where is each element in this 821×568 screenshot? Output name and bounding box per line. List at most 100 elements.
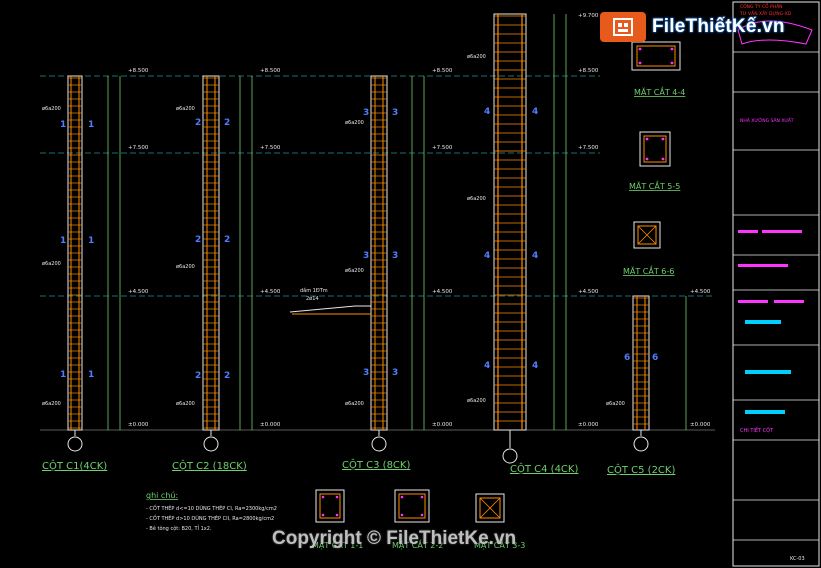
bar-mark-c4-d: 4 [532, 251, 538, 261]
section-title-2: MẶT CẮT 2-2 [392, 538, 443, 551]
beam-bar: 2ø14 [306, 296, 319, 302]
watermark: FileThiếtKế.vn [600, 8, 790, 46]
grid-markers [67, 430, 649, 464]
spacing-c4-b: ø6a200 [467, 196, 486, 202]
grid-circle-c1 [67, 436, 83, 452]
caption-c1: CỘT C1(4CK) [42, 459, 107, 472]
bar-mark-c5-b: 6 [652, 353, 658, 363]
spacing-c1-b: ø6a200 [42, 261, 61, 267]
bar-mark-c4-f: 4 [532, 361, 538, 371]
section-details-right: MẶT CẮT 4-4 MẶT CẮT 5-5 MẶT CẮT 6-6 [623, 41, 685, 277]
beam-detail-c3: dầm 1ĐTm 2ø14 [289, 286, 371, 315]
watermark-brand: FileThiếtKế.vn [652, 16, 785, 37]
section-6-6: MẶT CẮT 6-6 [623, 221, 674, 277]
section-details-bottom: MẶT CẮT 1-1 MẶT CẮT 2-2 MẶT CẮT 3-3 [312, 489, 525, 551]
spacing-c1-a: ø6a200 [42, 106, 61, 112]
bar-mark-c2-d: 2 [224, 235, 230, 245]
level-label-l1b: +4.500 [260, 289, 281, 295]
section-title-6: MẶT CẮT 6-6 [623, 264, 674, 277]
column-c1-elevation [67, 75, 83, 431]
beam-label: dầm 1ĐTm [300, 286, 328, 294]
level-label-base-b: ±0.000 [260, 422, 281, 428]
spacing-notes: ø6a200 ø6a200 ø6a200 ø6a200 ø6a200 ø6a20… [42, 54, 625, 407]
level-label-l1: +4.500 [128, 289, 149, 295]
section-title-5: MẶT CẮT 5-5 [629, 179, 680, 192]
spacing-c2-c: ø6a200 [176, 401, 195, 407]
bar-mark-c4-c: 4 [484, 251, 490, 261]
title-drawing: CHI TIẾT CỘT [740, 426, 774, 434]
bar-mark-c3-d: 3 [392, 251, 398, 261]
copyright-notice: Copyright © FileThietKe.vn [272, 528, 517, 549]
level-label-l2c: +7.500 [432, 145, 453, 151]
level-label-l3b: +8.500 [260, 68, 281, 74]
bar-mark-c3-c: 3 [363, 251, 369, 261]
level-label-base: ±0.000 [128, 422, 149, 428]
bar-mark-c1-e: 1 [60, 370, 66, 380]
bar-mark-c4-b: 4 [532, 107, 538, 117]
notes-title: ghi chú: [146, 491, 178, 500]
watermark-logo-icon [600, 12, 646, 42]
bar-mark-c5-a: 6 [624, 353, 630, 363]
notes-line-3: - Bê tông cột: B20, TỈ 1x2. [146, 524, 212, 532]
spacing-c1-c: ø6a200 [42, 401, 61, 407]
notes-line-2: - CỐT THÉP d>10 DÙNG THÉP CII, Ra=2800kg… [146, 514, 274, 522]
level-label-base-d: ±0.000 [578, 422, 599, 428]
notes-block: ghi chú: - CỐT THÉP d<=10 DÙNG THÉP CI, … [146, 491, 277, 532]
level-label-l3d: +8.500 [578, 68, 599, 74]
bar-mark-c1-d: 1 [88, 236, 94, 246]
section-title-3: MẶT CẮT 3-3 [474, 538, 525, 551]
level-label-l3c: +8.500 [432, 68, 453, 74]
caption-c5: CỘT C5 (2CK) [607, 463, 675, 476]
bar-mark-c2-b: 2 [224, 118, 230, 128]
bar-mark-c1-b: 1 [88, 120, 94, 130]
caption-c2: CỘT C2 (18CK) [172, 459, 247, 472]
grid-circle-c4 [502, 448, 518, 464]
bar-mark-c3-e: 3 [363, 368, 369, 378]
level-label-l1e: +4.500 [690, 289, 711, 295]
bar-marks: 1 1 1 1 1 1 2 2 2 2 2 2 3 3 3 3 3 3 4 4 … [60, 107, 658, 381]
column-c3-elevation [370, 75, 388, 431]
spacing-c5-a: ø6a200 [606, 401, 625, 407]
level-label-base-e: ±0.000 [690, 422, 711, 428]
title-company: CÔNG TY CỔ PHẦN [740, 2, 783, 10]
bar-mark-c2-c: 2 [195, 235, 201, 245]
column-c2-elevation [202, 75, 220, 431]
caption-c4: CỘT C4 (4CK) [510, 462, 578, 475]
bar-mark-c4-a: 4 [484, 107, 490, 117]
spacing-c3-c: ø6a200 [345, 401, 364, 407]
grid-circle-c5 [633, 436, 649, 452]
grid-circle-c3 [371, 436, 387, 452]
column-captions: CỘT C1(4CK) CỘT C2 (18CK) CỘT C3 (8CK) C… [42, 458, 675, 476]
notes-line-1: - CỐT THÉP d<=10 DÙNG THÉP CI, Ra=2300kg… [146, 504, 277, 512]
level-lines [40, 75, 715, 431]
bar-mark-c1-f: 1 [88, 370, 94, 380]
grid-circle-c2 [203, 436, 219, 452]
level-label-base-c: ±0.000 [432, 422, 453, 428]
bar-mark-c2-f: 2 [224, 371, 230, 381]
title-firm: TƯ VẤN XÂY DỰNG-XD [739, 9, 792, 17]
title-block: CÔNG TY CỔ PHẦN TƯ VẤN XÂY DỰNG-XD NHÀ X… [732, 1, 820, 567]
spacing-c2-a: ø6a200 [176, 106, 195, 112]
level-label-l2b: +7.500 [260, 145, 281, 151]
section-title-1: MẶT CẮT 1-1 [312, 538, 363, 551]
section-4-4: MẶT CẮT 4-4 [631, 41, 685, 98]
title-sheet: KC-03 [790, 556, 805, 562]
title-project: NHÀ XƯỞNG SẢN XUẤT [740, 116, 794, 124]
bar-mark-c1-a: 1 [60, 120, 66, 130]
section-2-2: MẶT CẮT 2-2 [392, 489, 443, 551]
level-label-l1d: +4.500 [578, 289, 599, 295]
level-label-top: +9.700 [578, 13, 599, 19]
section-1-1: MẶT CẮT 1-1 [312, 489, 363, 551]
section-3-3: MẶT CẮT 3-3 [474, 493, 525, 551]
level-label-l2d: +7.500 [578, 145, 599, 151]
bar-mark-c3-b: 3 [392, 108, 398, 118]
spacing-c3-b: ø6a200 [345, 268, 364, 274]
spacing-c4-a: ø6a200 [467, 54, 486, 60]
section-title-4: MẶT CẮT 4-4 [634, 85, 685, 98]
bar-mark-c1-c: 1 [60, 236, 66, 246]
spacing-c4-c: ø6a200 [467, 398, 486, 404]
level-label-l3: +8.500 [128, 68, 149, 74]
bar-mark-c4-e: 4 [484, 361, 490, 371]
bar-mark-c3-f: 3 [392, 368, 398, 378]
